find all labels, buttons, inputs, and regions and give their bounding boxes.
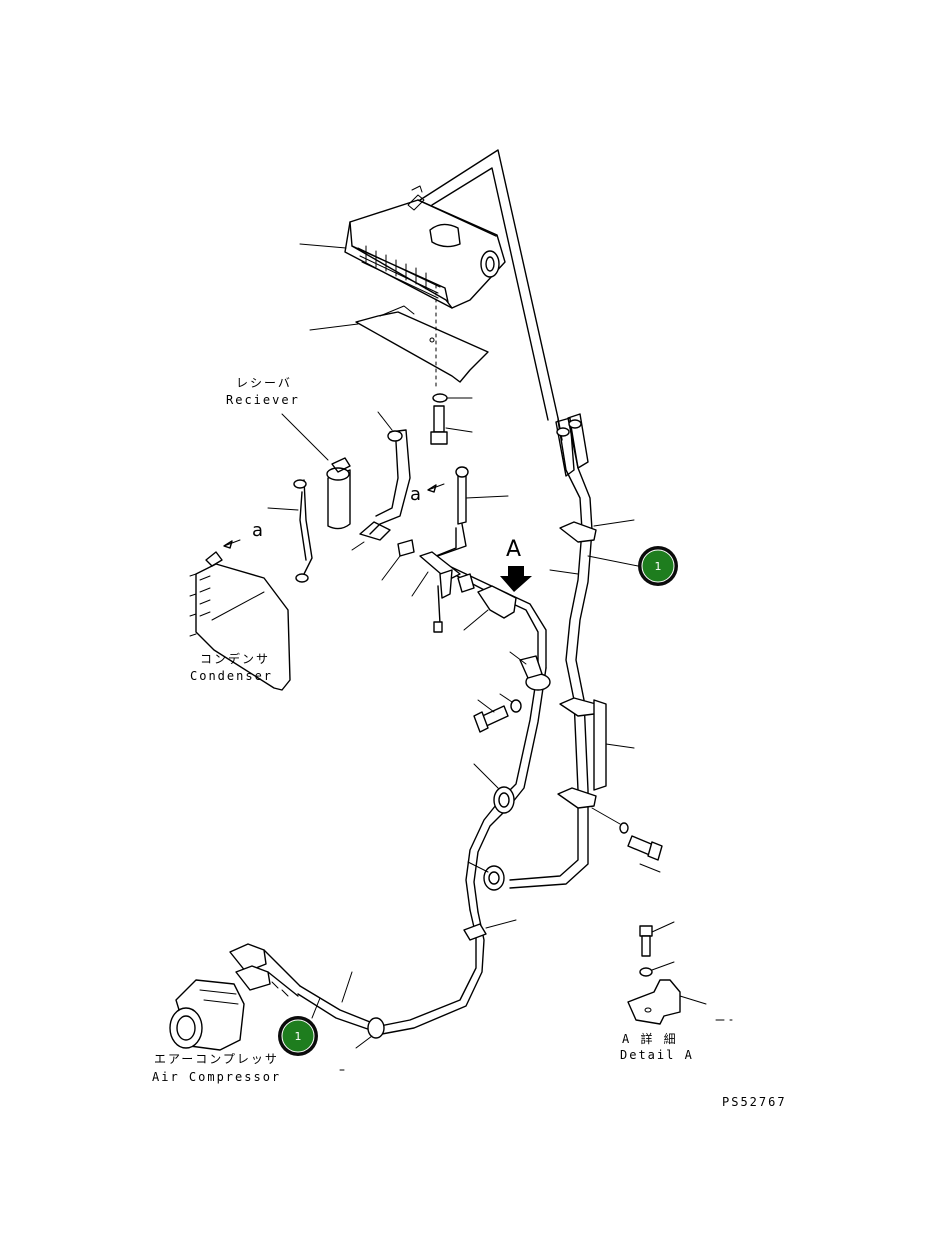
condenser-label-en: Condenser [190, 669, 273, 683]
protector-plate [593, 699, 635, 791]
bolt-top [430, 405, 473, 445]
grommet-lower [467, 861, 505, 891]
clamp-bottom [355, 1017, 385, 1049]
callout-1-left-number: 1 [295, 1030, 302, 1043]
leader-unit [299, 243, 347, 249]
washer-top [432, 393, 473, 403]
detail-a-label-en: Detail A [620, 1048, 694, 1062]
clamp-right-1 [559, 519, 635, 543]
leader-plate [309, 323, 359, 331]
callout-1-right[interactable]: 1 [638, 546, 678, 586]
ref-a-arrow-left [223, 539, 241, 549]
callout-1-left[interactable]: 1 [278, 1016, 318, 1056]
detail-a-label-jp: A 詳 細 [622, 1031, 678, 1046]
compressor-discharge-hose [297, 667, 547, 1035]
ref-a-label-left: a [252, 520, 263, 541]
receiver-label-en: Reciever [226, 393, 300, 407]
bolt-right [591, 807, 663, 873]
bolt-mid-left [473, 693, 522, 733]
callout-1-right-number: 1 [655, 560, 662, 573]
condenser-hose [267, 479, 313, 583]
receiver-label-jp: レシーバ [236, 376, 292, 390]
suction-pipe [509, 413, 593, 889]
condenser [189, 551, 291, 691]
leader-right-pipe [549, 569, 579, 575]
grommet-upper [473, 763, 515, 814]
ref-a-arrow-mid [427, 483, 445, 493]
drawing-code: PS52767 [722, 1095, 787, 1109]
mounting-plate [355, 305, 489, 383]
view-a-arrow [500, 566, 532, 592]
clamp-lower-left [463, 919, 517, 941]
view-a-label: A [506, 537, 521, 562]
air-compressor [169, 943, 301, 1051]
detail-a-washer [639, 961, 675, 977]
leader-receiver [281, 413, 329, 461]
pressure-switch-assembly [381, 539, 475, 633]
air-conditioner-unit [344, 185, 506, 309]
detail-a-clamp [627, 979, 707, 1025]
receiver-tank [326, 457, 351, 530]
clamp-right-2 [559, 697, 597, 717]
compressor-label-en: Air Compressor [152, 1070, 281, 1084]
clamp-right-3 [557, 787, 597, 809]
leader-callout-left [311, 997, 321, 1019]
condenser-label-jp: コンデンサ [200, 651, 270, 666]
compressor-label-jp: エアーコンプレッサ [154, 1052, 279, 1066]
leader-compressor-hose [341, 971, 353, 1003]
leader-callout-right [587, 555, 639, 567]
detail-a-bolt [639, 921, 675, 957]
clamp-upper-left [509, 651, 551, 691]
receiver-outlet-hose [351, 411, 411, 551]
ref-a-label-mid: a [410, 484, 421, 505]
middle-clamp [463, 585, 517, 631]
